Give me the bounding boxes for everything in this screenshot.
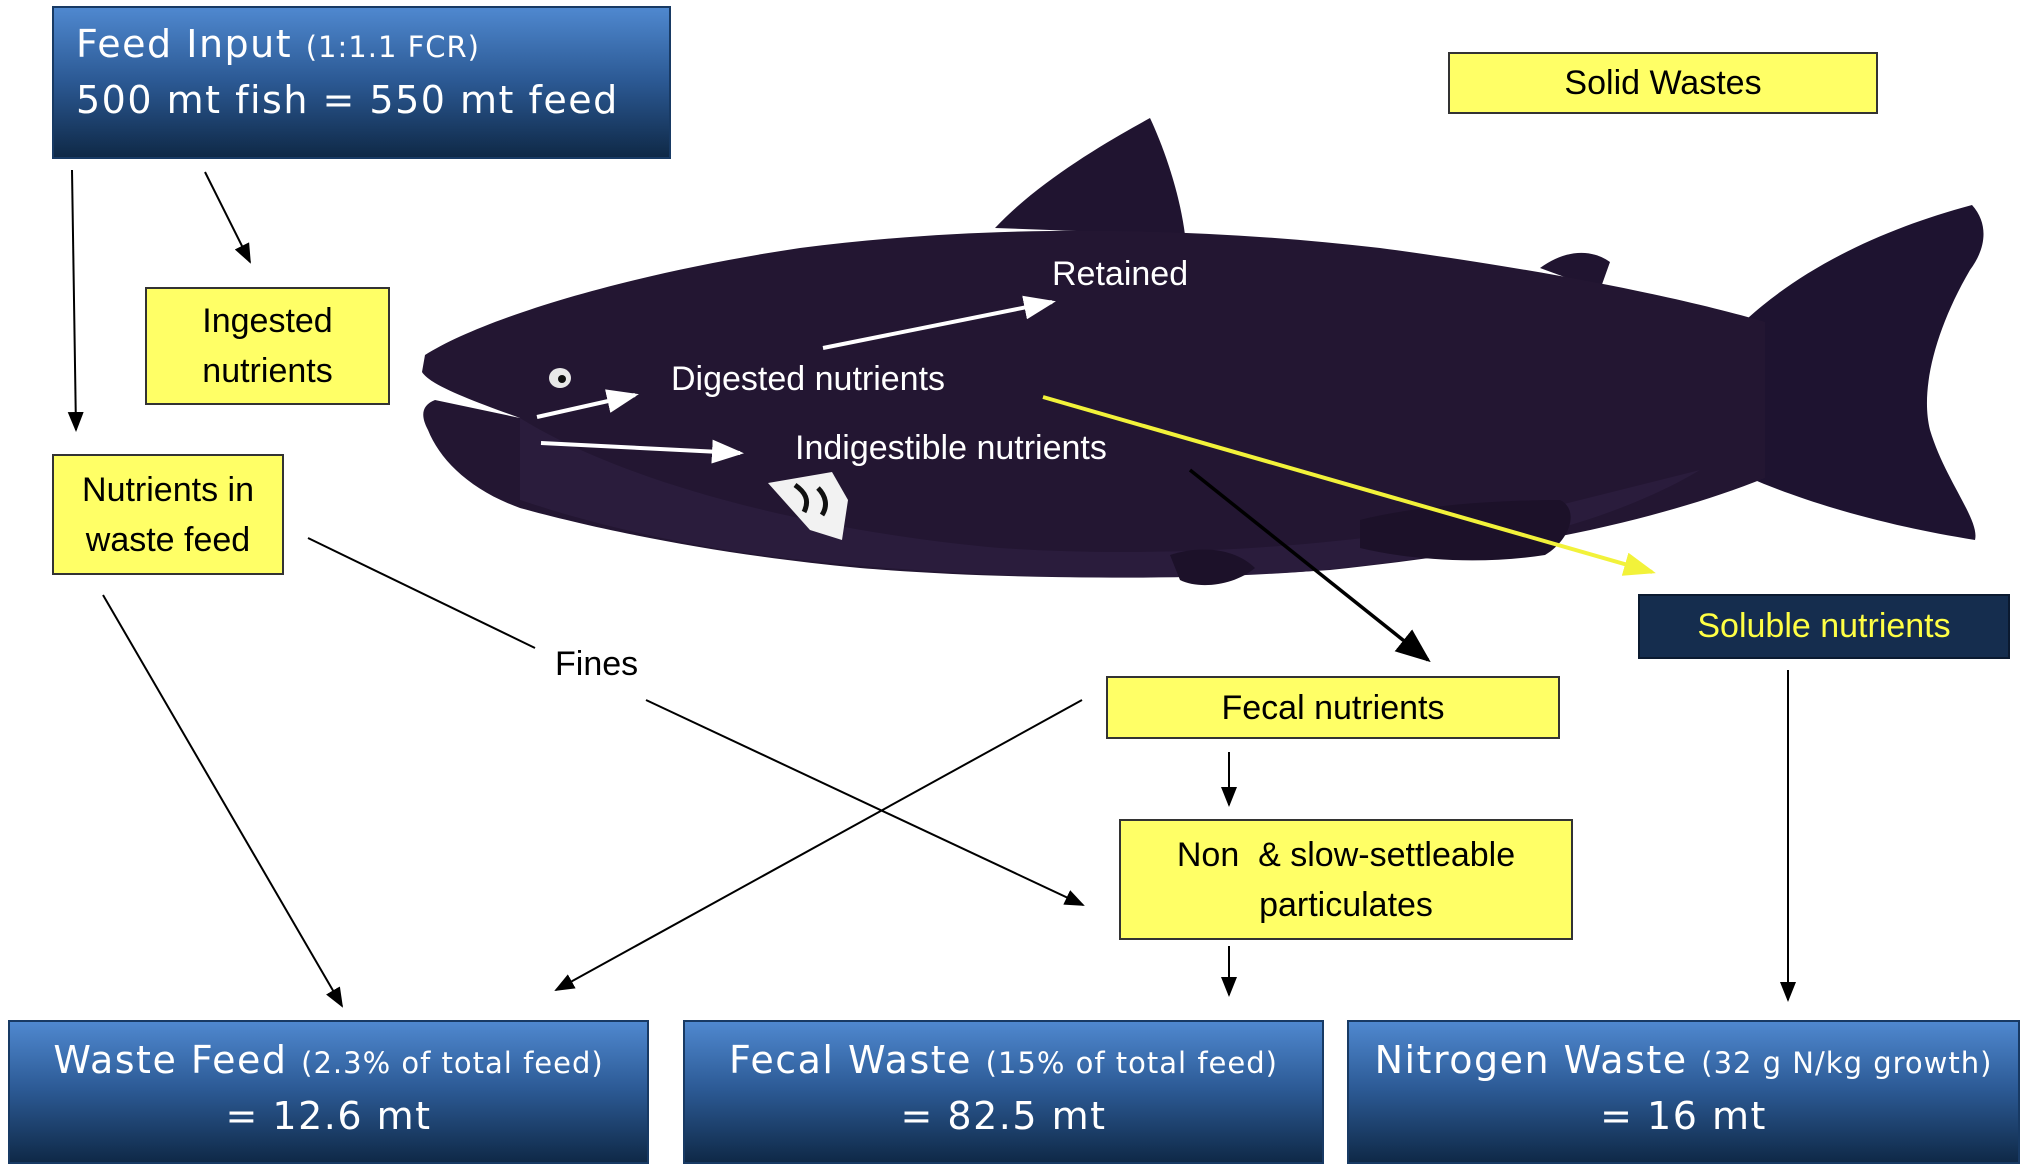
arrow-fines-to-particulates: [646, 700, 1083, 905]
arrow-fecal-to-waste-feed: [556, 700, 1082, 990]
arrow-feed-to-waste-feed-nutrients: [72, 170, 76, 430]
arrow-feed-to-ingested: [205, 172, 250, 262]
nitrogen-waste-title: Nitrogen Waste: [1375, 1038, 1688, 1082]
particulates-box: Non & slow-settleable particulates: [1119, 819, 1573, 940]
fish-pupil: [558, 375, 566, 383]
ingested-nutrients-box: Ingested nutrients: [145, 287, 390, 405]
line-waste-nutrients-to-fines: [308, 538, 535, 648]
soluble-nutrients-label: Soluble nutrients: [1697, 607, 1950, 646]
waste-feed-title: Waste Feed: [53, 1038, 287, 1082]
waste-feed-nutrients-line-2: waste feed: [86, 515, 250, 565]
fecal-waste-value: = 82.5 mt: [685, 1094, 1322, 1138]
ingested-line-1: Ingested: [202, 296, 332, 346]
fecal-waste-title: Fecal Waste: [729, 1038, 972, 1082]
nitrogen-waste-value: = 16 mt: [1349, 1094, 2018, 1138]
particulates-line-2: particulates: [1259, 880, 1433, 930]
feed-input-title: Feed Input: [76, 22, 292, 66]
waste-feed-output-box: Waste Feed (2.3% of total feed) = 12.6 m…: [8, 1020, 649, 1164]
fecal-waste-output-box: Fecal Waste (15% of total feed) = 82.5 m…: [683, 1020, 1324, 1164]
fecal-nutrients-box: Fecal nutrients: [1106, 676, 1560, 739]
fecal-waste-note: (15% of total feed): [986, 1046, 1278, 1080]
fecal-nutrients-label: Fecal nutrients: [1222, 683, 1445, 733]
nitrogen-waste-output-box: Nitrogen Waste (32 g N/kg growth) = 16 m…: [1347, 1020, 2020, 1164]
waste-feed-nutrients-line-1: Nutrients in: [82, 465, 254, 515]
nitrogen-waste-note: (32 g N/kg growth): [1701, 1046, 1992, 1080]
waste-feed-nutrients-box: Nutrients in waste feed: [52, 454, 284, 575]
fish-dorsal-fin: [995, 118, 1185, 235]
waste-feed-heading: Waste Feed (2.3% of total feed): [10, 1038, 647, 1082]
solid-wastes-label: Solid Wastes: [1564, 58, 1761, 108]
feed-input-box: Feed Input (1:1.1 FCR) 500 mt fish = 550…: [52, 6, 671, 159]
soluble-nutrients-box: Soluble nutrients: [1638, 594, 2010, 659]
feed-input-value: 500 mt fish = 550 mt feed: [76, 78, 669, 122]
indigestible-nutrients-label: Indigestible nutrients: [795, 429, 1107, 468]
feed-input-fcr: (1:1.1 FCR): [306, 30, 480, 64]
solid-wastes-box: Solid Wastes: [1448, 52, 1878, 114]
waste-feed-note: (2.3% of total feed): [301, 1046, 604, 1080]
waste-feed-value: = 12.6 mt: [10, 1094, 647, 1138]
ingested-line-2: nutrients: [202, 346, 332, 396]
fines-label: Fines: [555, 645, 638, 684]
fecal-waste-heading: Fecal Waste (15% of total feed): [685, 1038, 1322, 1082]
retained-label: Retained: [1052, 255, 1188, 294]
particulates-line-1: Non & slow-settleable: [1177, 830, 1515, 880]
nitrogen-waste-heading: Nitrogen Waste (32 g N/kg growth): [1349, 1038, 2018, 1082]
fish-illustration: [422, 118, 1984, 585]
feed-input-heading: Feed Input (1:1.1 FCR): [76, 22, 669, 66]
fish-tail-fin: [1748, 205, 1984, 540]
digested-nutrients-label: Digested nutrients: [671, 360, 945, 399]
arrow-waste-nutrients-to-waste-feed: [103, 595, 342, 1006]
